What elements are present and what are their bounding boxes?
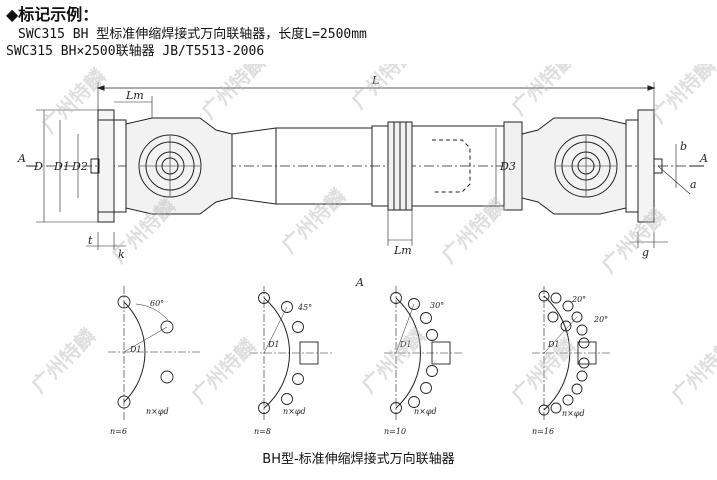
section-a-right-label: A	[699, 152, 708, 165]
watermark-text: 广州特麟	[647, 64, 717, 128]
watermark-text: 广州特麟	[187, 333, 261, 407]
watermark-text: 广州特麟	[277, 183, 351, 257]
marking-example-title: ◆标记示例：	[6, 5, 99, 24]
bolt-pattern-n16-angle-b: 20°	[593, 315, 608, 324]
dim-d3-label: D3	[499, 160, 516, 173]
bolt-pattern-n10-labels: 30° D1 n×φd n=10	[384, 301, 444, 436]
dim-d-label: D	[33, 160, 43, 173]
angle-a-label: a	[690, 178, 697, 191]
bolt-pattern-n6-holes: n×φd	[146, 407, 169, 416]
dim-l-label: L	[371, 74, 379, 87]
bolt-pattern-n8-diameter: D1	[267, 340, 280, 349]
bolt-pattern-n10-count: n=10	[384, 427, 406, 436]
dimension-labels: L Lm Lm D D1 D2 D3 b A A t k g A a	[17, 74, 708, 289]
watermark-text: 广州特麟	[27, 323, 101, 397]
dim-d2-label: D2	[71, 160, 88, 173]
bolt-pattern-n6-angle: 60°	[150, 299, 164, 308]
bolt-pattern-n10-angle: 30°	[430, 301, 444, 310]
dim-lm-bottom-label: Lm	[393, 244, 412, 257]
bolt-pattern-n8-holes: n×φd	[283, 407, 306, 416]
bolt-pattern-n6-labels: 60° D1 n×φd n=6	[110, 299, 169, 436]
watermark-text: 广州特麟	[597, 203, 671, 277]
watermark: 广州特麟 广州特麟 广州特麟 广州特麟 广州特麟 广州特麟 广州特麟 广州特麟 …	[27, 64, 717, 408]
dim-t-label: t	[88, 234, 93, 247]
bolt-pattern-n16-count: n=16	[532, 427, 554, 436]
bolt-pattern-n8	[250, 286, 334, 420]
bolt-pattern-n16-labels: 20° 20° D1 n×φd n=16	[532, 295, 608, 436]
bolt-pattern-n16-angle-a: 20°	[571, 295, 586, 304]
bolt-pattern-n16-diameter: D1	[547, 340, 560, 349]
dim-g-label: g	[642, 246, 649, 259]
marking-example-header: ◆标记示例： SWC315 BH 型标准伸缩焊接式万向联轴器，长度L=2500m…	[6, 4, 711, 60]
bolt-pattern-n10-holes: n×φd	[414, 407, 437, 416]
bolt-pattern-n8-angle: 45°	[297, 303, 312, 312]
bolt-pattern-n8-count: n=8	[254, 427, 271, 436]
section-a-left-label: A	[17, 152, 26, 165]
bolt-pattern-n10	[384, 286, 464, 420]
dim-k-label: k	[118, 248, 125, 261]
bolt-pattern-n6-count: n=6	[110, 427, 127, 436]
bolt-pattern-n6-diameter: D1	[129, 345, 142, 354]
dim-b-label: b	[680, 140, 687, 153]
bolt-pattern-n8-labels: 45° D1 n×φd n=8	[254, 303, 312, 436]
bolt-pattern-n16-holes: n×φd	[562, 409, 585, 418]
watermark-text: 广州特麟	[197, 64, 271, 124]
bolt-pattern-n16	[532, 286, 612, 420]
bolt-pattern-n6	[108, 286, 200, 420]
watermark-text: 广州特麟	[667, 333, 717, 407]
example-description-line: SWC315 BH 型标准伸缩焊接式万向联轴器，长度L=2500mm	[18, 27, 367, 42]
dim-d1-left-label: D1	[53, 160, 70, 173]
coupling-technical-drawing: L Lm Lm D D1 D2 D3 b A A t k g A a 60° D…	[17, 64, 717, 436]
drawing-caption: BH型-标准伸缩焊接式万向联轴器	[262, 452, 455, 467]
watermark-text: 广州特麟	[507, 64, 581, 120]
watermark-text: 广州特麟	[507, 333, 581, 407]
designation-line: SWC315 BH×2500联轴器 JB/T5513-2006	[6, 44, 265, 59]
bolt-pattern-n10-diameter: D1	[399, 340, 412, 349]
section-a-view-label: A	[355, 276, 364, 289]
watermark-text: 广州特麟	[437, 193, 511, 267]
watermark-text: 广州特麟	[347, 64, 421, 114]
coupling-side-view	[26, 82, 705, 250]
dim-lm-top-label: Lm	[125, 89, 144, 102]
